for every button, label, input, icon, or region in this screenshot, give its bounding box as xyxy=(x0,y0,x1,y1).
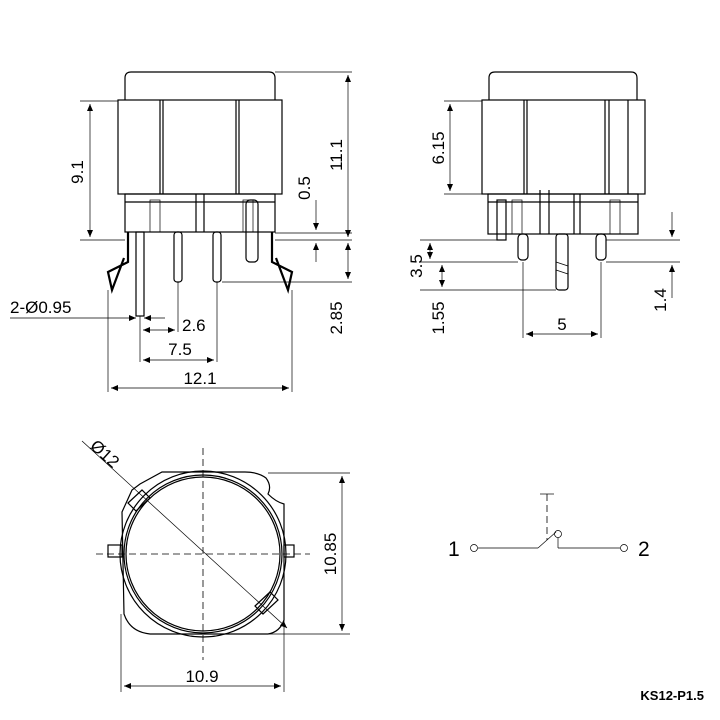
dim-front-height-total: 11.1 xyxy=(327,139,346,171)
dim-front-pin-dia: 2-Ø0.95 xyxy=(10,298,71,317)
dim-front-height-body: 9.1 xyxy=(68,160,87,184)
dim-top-width: 10.9 xyxy=(185,667,218,686)
part-number: KS12-P1.5 xyxy=(640,688,704,703)
dim-front-pin-length: 2.85 xyxy=(327,301,346,334)
dim-top-height: 10.85 xyxy=(321,533,340,576)
dim-front-gap: 0.5 xyxy=(295,176,314,200)
top-view: Ø12 10.85 10.9 xyxy=(81,436,350,692)
dim-side-pin-14: 1.4 xyxy=(651,288,670,312)
side-view: 6.15 3.5 1.55 1.4 5 xyxy=(407,71,680,338)
dim-side-pin-155: 1.55 xyxy=(429,301,448,334)
dim-side-pitch: 5 xyxy=(557,315,566,334)
terminal-1-label: 1 xyxy=(448,538,460,561)
front-view: 9.1 11.1 0.5 2.85 2-Ø0.95 2.6 7.5 12.1 xyxy=(10,71,352,392)
dim-front-pitch-small: 2.6 xyxy=(182,316,206,335)
dim-side-height-body: 6.15 xyxy=(429,131,448,164)
dim-side-pin-35: 3.5 xyxy=(407,254,426,278)
terminal-2-label: 2 xyxy=(638,538,650,561)
dim-top-diameter: Ø12 xyxy=(86,436,123,472)
dim-front-width: 12.1 xyxy=(183,369,216,388)
switch-schematic: 1 2 xyxy=(448,493,650,561)
dim-front-pitch-large: 7.5 xyxy=(168,340,192,359)
